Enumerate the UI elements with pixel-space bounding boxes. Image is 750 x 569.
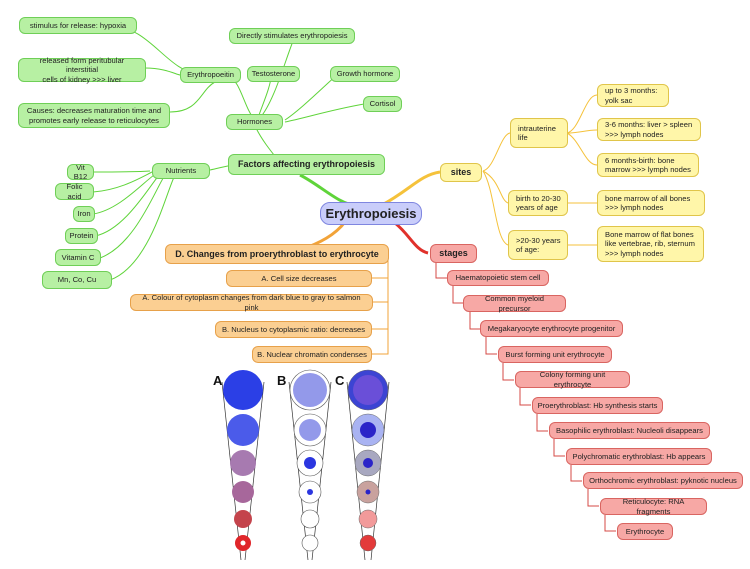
stage-item-7: Basophilic erythroblast: Nucleoli disapp… xyxy=(549,422,710,439)
cortisol-node: Cortisol xyxy=(363,96,402,112)
cell-b-nucleus xyxy=(304,457,316,469)
causes-node: Causes: decreases maturation time and pr… xyxy=(18,103,170,128)
cell-a xyxy=(230,450,256,476)
stage-item-4: Burst forming unit erythrocyte xyxy=(498,346,612,363)
nutrients-node: Nutrients xyxy=(152,163,210,179)
center-node: Erythropoiesis xyxy=(320,202,422,225)
cell-a xyxy=(234,510,252,528)
cell-a-dot xyxy=(240,540,246,546)
figure-label-b: B xyxy=(277,373,287,388)
change-item-1: A. Cell size decreases xyxy=(226,270,372,287)
stage-connector xyxy=(502,363,514,381)
cell-b-nucleus xyxy=(293,373,327,407)
cell-b xyxy=(301,534,319,552)
stage-connector xyxy=(469,312,481,330)
factors-title: Factors affecting erythropoiesis xyxy=(228,154,385,175)
change-item-4: B. Nuclear chromatin condenses xyxy=(252,346,372,363)
stage-item-9: Orthochromic erythroblast: pyknotic nucl… xyxy=(583,472,743,489)
cell-b-nucleus xyxy=(307,489,313,495)
6-months-birth-node: 6 months-birth: bone marrow >>> lymph no… xyxy=(597,153,699,177)
change-item-2: A. Colour of cytoplasm changes from dark… xyxy=(130,293,373,312)
nutrient-vitc: Vitamin C xyxy=(55,249,101,266)
sites-title: sites xyxy=(440,163,482,182)
figure-label-c: C xyxy=(335,373,345,388)
3-6-months-node: 3-6 months: liver > spleen >>> lymph nod… xyxy=(597,118,701,141)
directly-node: Directly stimulates erythropoiesis xyxy=(229,28,355,44)
change-item-3: B. Nucleus to cytoplasmic ratio: decreas… xyxy=(215,321,372,338)
up-to-3-months-node: up to 3 months: yolk sac xyxy=(597,84,669,107)
stage-connector xyxy=(435,262,447,279)
hormones-node: Hormones xyxy=(226,114,283,130)
stages-title: stages xyxy=(430,244,477,263)
stage-connector xyxy=(587,489,599,507)
stimulus-node: stimulus for release: hypoxia xyxy=(19,17,137,34)
stage-connector xyxy=(553,439,565,457)
erythropoeitin-node: Erythropoeitin xyxy=(180,67,241,83)
birth-to-20-node: birth to 20-30 years of age xyxy=(508,190,568,216)
cell-c-nucleus xyxy=(365,489,371,495)
stage-connector xyxy=(452,286,464,304)
stage-item-3: Megakaryocyte erythrocyte progenitor xyxy=(480,320,623,337)
over-20-node: >20-30 years of age: xyxy=(508,230,568,260)
stage-item-1: Haematopoietic stem cell xyxy=(447,270,549,286)
changes-title: D. Changes from proerythroblast to eryth… xyxy=(165,244,389,264)
cell-b-nucleus xyxy=(299,419,321,441)
stage-connector xyxy=(604,515,616,532)
cell-c-nucleus xyxy=(363,458,373,468)
cell-c xyxy=(358,509,378,529)
stage-connector xyxy=(485,337,497,355)
nutrient-iron: Iron xyxy=(73,206,95,222)
cell-a xyxy=(232,481,254,503)
stage-item-5: Colony forming unit erythrocyte xyxy=(515,370,630,389)
stage-connector xyxy=(570,465,582,482)
cell-c-nucleus xyxy=(353,375,383,405)
stage-item-6: Proerythroblast: Hb synthesis starts xyxy=(532,397,663,414)
stage-item-11: Erythrocyte xyxy=(617,523,673,540)
cell-a xyxy=(223,370,263,410)
cell-c xyxy=(359,534,377,552)
intrauterine-node: intrauterine life xyxy=(510,118,568,148)
stage-item-8: Polychromatic erythroblast: Hb appears xyxy=(566,448,712,465)
stage-connector xyxy=(519,388,531,406)
growth-hormone-node: Growth hormone xyxy=(330,66,400,82)
figure-label-a: A xyxy=(213,373,223,388)
stage-item-2: Common myeloid precursor xyxy=(463,294,566,313)
nutrient-minerals: Mn, Co, Cu xyxy=(42,271,112,289)
bone-marrow-flat-node: Bone marrow of flat bones like vertebrae… xyxy=(597,226,704,262)
nutrient-protein: Protein xyxy=(65,228,98,244)
testosterone-node: Testosterone xyxy=(247,66,300,82)
bone-marrow-all-node: bone marrow of all bones >>> lymph nodes xyxy=(597,190,705,216)
released-node: released form peritubular interstitial c… xyxy=(18,56,146,84)
nutrient-folic: Folic acid xyxy=(55,182,94,201)
cell-a xyxy=(227,414,259,446)
cell-c-nucleus xyxy=(360,422,376,438)
nutrient-vitb12: Vit B12 xyxy=(67,163,94,181)
stage-item-10: Reticulocyte: RNA fragments xyxy=(600,497,707,516)
cell-b xyxy=(300,509,320,529)
stage-connector xyxy=(536,414,548,432)
